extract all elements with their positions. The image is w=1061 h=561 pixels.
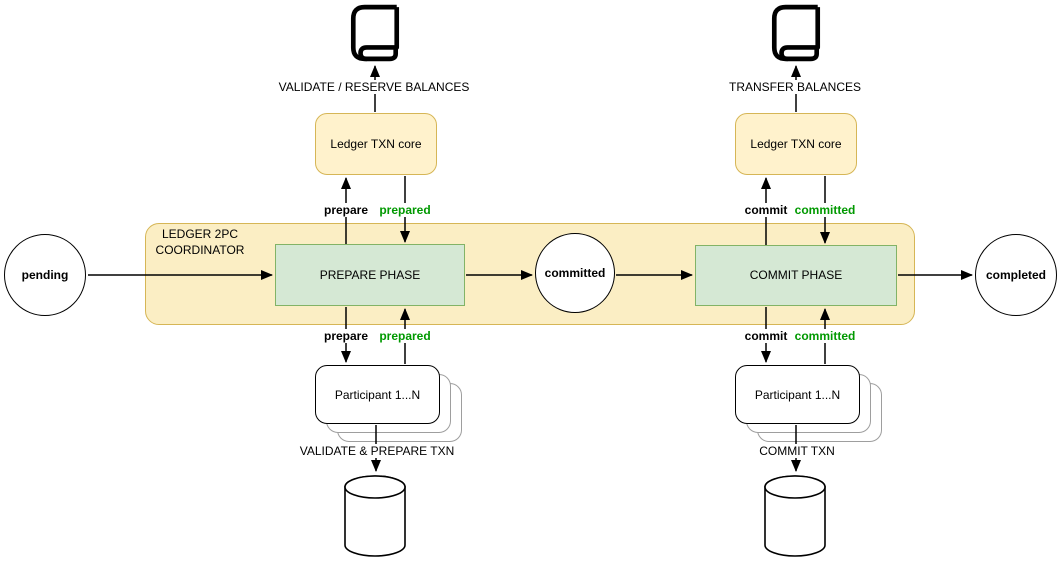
participant-stack-left: Participant 1...N [315, 365, 462, 442]
coordinator-label: LEDGER 2PC COORDINATOR [156, 226, 245, 258]
coordinator-label-line2: COORDINATOR [155, 243, 245, 257]
state-pending: pending [4, 234, 86, 316]
prepared-edge-label-bottom-left: prepared [376, 329, 434, 343]
ledger-txn-core-right: Ledger TXN core [735, 113, 857, 175]
state-completed: completed [975, 234, 1057, 316]
state-committed: committed [535, 233, 615, 313]
commit-txn-label: COMMIT TXN [756, 444, 838, 458]
participant-stack-right: Participant 1...N [735, 365, 882, 442]
ledger-txn-core-left: Ledger TXN core [315, 113, 437, 175]
committed-edge-label-bottom-right: committed [791, 329, 859, 343]
participant-box-right: Participant 1...N [735, 365, 860, 424]
participant-box-left: Participant 1...N [315, 365, 440, 424]
state-pending-label: pending [21, 267, 69, 282]
state-committed-label: committed [544, 265, 606, 280]
commit-edge-label-top-right: commit [741, 203, 791, 217]
commit-phase-box: COMMIT PHASE [695, 245, 897, 306]
database-cylinder-icon [764, 475, 826, 557]
prepare-edge-label-bottom-left: prepare [320, 329, 372, 343]
transfer-balances-label: TRANSFER BALANCES [725, 80, 865, 94]
prepare-edge-label-top-left: prepare [320, 203, 372, 217]
validate-prepare-txn-label: VALIDATE & PREPARE TXN [296, 444, 458, 458]
participant-right-label: Participant 1...N [754, 387, 841, 402]
ledger-txn-core-left-label: Ledger TXN core [330, 136, 422, 151]
committed-edge-label-top-right: committed [791, 203, 859, 217]
coordinator-label-line1: LEDGER 2PC [161, 227, 239, 241]
participant-left-label: Participant 1...N [334, 387, 421, 402]
book-icon [350, 4, 400, 62]
database-cylinder-icon [344, 475, 406, 557]
commit-phase-label: COMMIT PHASE [749, 268, 843, 283]
prepare-phase-label: PREPARE PHASE [319, 267, 421, 282]
state-completed-label: completed [985, 267, 1046, 282]
prepared-edge-label-top-left: prepared [376, 203, 434, 217]
ledger-txn-core-right-label: Ledger TXN core [750, 136, 842, 151]
book-icon [771, 4, 821, 62]
validate-reserve-balances-label: VALIDATE / RESERVE BALANCES [275, 80, 473, 94]
commit-edge-label-bottom-right: commit [741, 329, 791, 343]
prepare-phase-box: PREPARE PHASE [275, 244, 465, 306]
